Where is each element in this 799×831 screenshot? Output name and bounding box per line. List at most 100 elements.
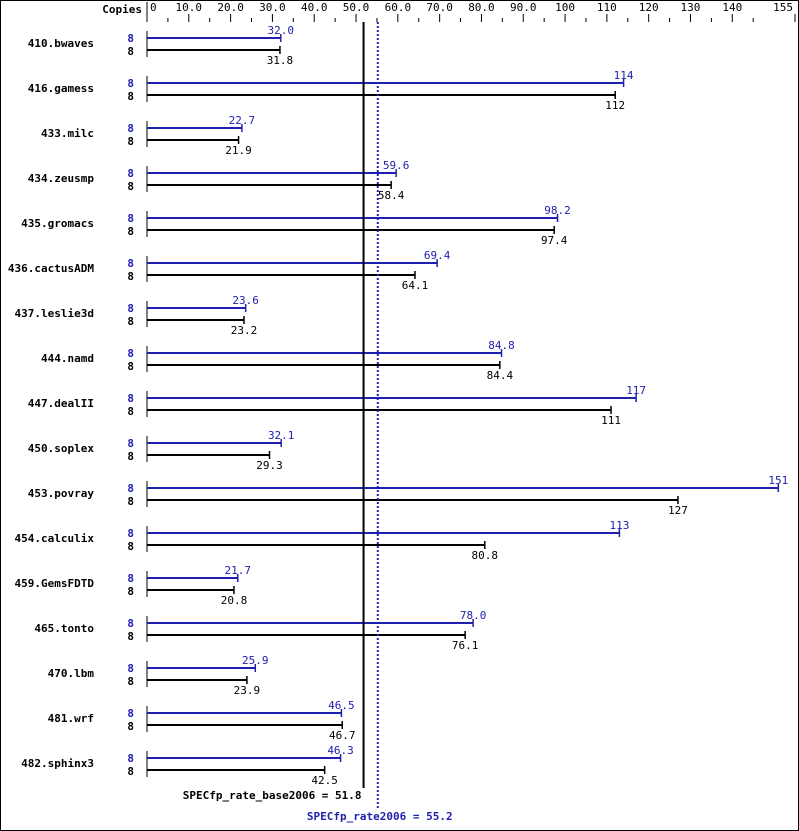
peak-value-label: 84.8 — [488, 339, 515, 352]
base-copies-label: 8 — [127, 225, 134, 238]
peak-value-label: 22.7 — [229, 114, 256, 127]
benchmark-label: 482.sphinx3 — [21, 757, 94, 770]
peak-value-label: 25.9 — [242, 654, 269, 667]
peak-copies-label: 8 — [127, 302, 134, 315]
peak-value-label: 32.1 — [268, 429, 295, 442]
base-copies-label: 8 — [127, 540, 134, 553]
peak-copies-label: 8 — [127, 482, 134, 495]
x-tick-label: 0 — [150, 1, 157, 14]
peak-copies-label: 8 — [127, 752, 134, 765]
x-tick-label: 30.0 — [259, 1, 286, 14]
peak-copies-label: 8 — [127, 572, 134, 585]
base-value-label: 64.1 — [402, 279, 429, 292]
base-copies-label: 8 — [127, 405, 134, 418]
peak-value-label: 69.4 — [424, 249, 451, 262]
base-copies-label: 8 — [127, 585, 134, 598]
base-value-label: 127 — [668, 504, 688, 517]
x-tick-label: 40.0 — [301, 1, 328, 14]
base-value-label: 97.4 — [541, 234, 568, 247]
benchmark-label: 450.soplex — [28, 442, 95, 455]
base-value-label: 29.3 — [256, 459, 283, 472]
benchmark-label: 454.calculix — [15, 532, 95, 545]
peak-value-label: 46.5 — [328, 699, 355, 712]
base-copies-label: 8 — [127, 450, 134, 463]
x-tick-label: 50.0 — [343, 1, 370, 14]
benchmark-label: 436.cactusADM — [8, 262, 94, 275]
benchmark-label: 416.gamess — [28, 82, 94, 95]
x-tick-label: 100 — [555, 1, 575, 14]
benchmark-label: 465.tonto — [34, 622, 94, 635]
x-tick-label: 70.0 — [426, 1, 453, 14]
peak-value-label: 114 — [614, 69, 634, 82]
base-value-label: 31.8 — [267, 54, 294, 67]
benchmark-label: 435.gromacs — [21, 217, 94, 230]
peak-copies-label: 8 — [127, 167, 134, 180]
base-copies-label: 8 — [127, 495, 134, 508]
peak-copies-label: 8 — [127, 122, 134, 135]
peak-copies-label: 8 — [127, 437, 134, 450]
x-tick-label: 120 — [639, 1, 659, 14]
base-copies-label: 8 — [127, 135, 134, 148]
base-copies-label: 8 — [127, 90, 134, 103]
base-copies-label: 8 — [127, 720, 134, 733]
x-tick-label: 20.0 — [217, 1, 244, 14]
benchmark-label: 434.zeusmp — [28, 172, 95, 185]
base-value-label: 80.8 — [472, 549, 499, 562]
x-tick-label: 60.0 — [385, 1, 412, 14]
base-copies-label: 8 — [127, 315, 134, 328]
peak-copies-label: 8 — [127, 77, 134, 90]
base-copies-label: 8 — [127, 360, 134, 373]
base-copies-label: 8 — [127, 765, 134, 778]
peak-copies-label: 8 — [127, 212, 134, 225]
peak-value-label: 23.6 — [232, 294, 259, 307]
peak-value-label: 98.2 — [544, 204, 571, 217]
base-value-label: 23.2 — [231, 324, 258, 337]
base-value-label: 46.7 — [329, 729, 356, 742]
benchmark-label: 437.leslie3d — [15, 307, 94, 320]
base-value-label: 42.5 — [311, 774, 338, 787]
copies-header: Copies — [102, 3, 142, 16]
x-tick-label: 130 — [681, 1, 701, 14]
peak-summary-label: SPECfp_rate2006 = 55.2 — [307, 810, 453, 823]
peak-copies-label: 8 — [127, 32, 134, 45]
peak-value-label: 117 — [626, 384, 646, 397]
base-value-label: 76.1 — [452, 639, 479, 652]
peak-value-label: 46.3 — [327, 744, 354, 757]
base-summary-label: SPECfp_rate_base2006 = 51.8 — [183, 789, 362, 802]
base-copies-label: 8 — [127, 180, 134, 193]
base-copies-label: 8 — [127, 675, 134, 688]
benchmark-label: 459.GemsFDTD — [15, 577, 95, 590]
peak-copies-label: 8 — [127, 617, 134, 630]
base-copies-label: 8 — [127, 630, 134, 643]
peak-value-label: 113 — [609, 519, 629, 532]
benchmark-label: 453.povray — [28, 487, 95, 500]
base-value-label: 111 — [601, 414, 621, 427]
peak-copies-label: 8 — [127, 662, 134, 675]
base-value-label: 84.4 — [487, 369, 514, 382]
benchmark-label: 481.wrf — [48, 712, 94, 725]
x-tick-label: 10.0 — [176, 1, 203, 14]
peak-value-label: 32.0 — [268, 24, 295, 37]
x-tick-label: 140 — [722, 1, 742, 14]
base-value-label: 112 — [605, 99, 625, 112]
benchmark-label: 433.milc — [41, 127, 94, 140]
x-tick-label: 90.0 — [510, 1, 537, 14]
base-value-label: 23.9 — [234, 684, 261, 697]
benchmark-label: 444.namd — [41, 352, 94, 365]
peak-value-label: 21.7 — [224, 564, 251, 577]
base-value-label: 21.9 — [225, 144, 252, 157]
peak-copies-label: 8 — [127, 392, 134, 405]
base-copies-label: 8 — [127, 270, 134, 283]
base-copies-label: 8 — [127, 45, 134, 58]
benchmark-label: 447.dealII — [28, 397, 94, 410]
benchmark-label: 470.lbm — [48, 667, 95, 680]
base-value-label: 58.4 — [378, 189, 405, 202]
x-tick-label: 80.0 — [468, 1, 495, 14]
x-tick-label: 110 — [597, 1, 617, 14]
peak-value-label: 151 — [768, 474, 788, 487]
peak-value-label: 78.0 — [460, 609, 487, 622]
peak-copies-label: 8 — [127, 347, 134, 360]
